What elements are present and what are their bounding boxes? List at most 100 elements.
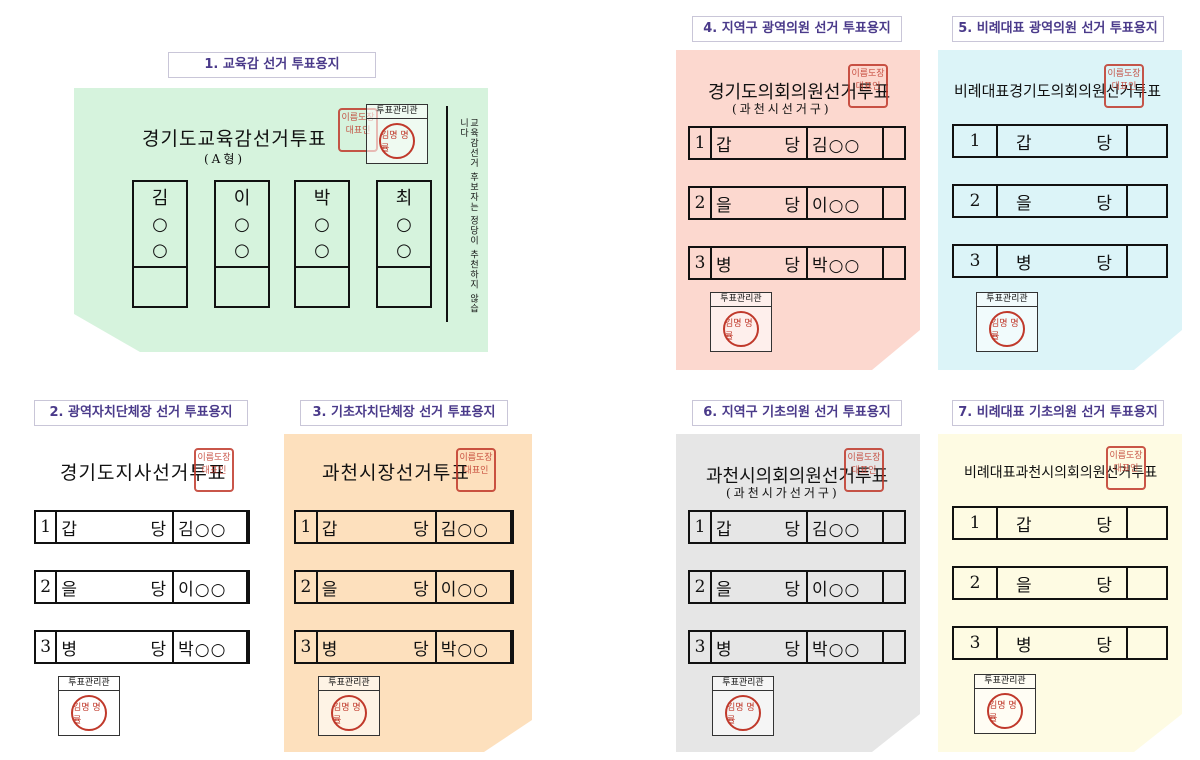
vote-mark-box[interactable] — [296, 266, 348, 308]
officer-label: 투표관리관 — [711, 293, 771, 307]
ballot-subtitle: (과천시가선거구) — [726, 486, 840, 500]
officer-stamp: 김명 명률 — [723, 311, 759, 347]
candidate-column: 박○○ — [294, 180, 350, 308]
candidate-name: 박○○ — [313, 188, 331, 261]
officer-box: 투표관리관 김명 명률 — [366, 104, 428, 164]
officer-box: 투표관리관 김명 명률 — [318, 676, 380, 736]
candidate-column: 김○○ — [132, 180, 188, 308]
row-number: 1 — [690, 128, 712, 158]
ballot-title: 경기도지사선거투표 — [60, 462, 227, 484]
officer-label: 투표관리관 — [59, 677, 119, 691]
officer-stamp: 김명 명률 — [379, 123, 415, 159]
vote-mark-box[interactable] — [1128, 568, 1166, 598]
vote-mark-box[interactable] — [1128, 126, 1166, 156]
ballot-paper-shape — [676, 50, 920, 370]
vote-mark-box[interactable] — [1128, 186, 1166, 216]
side-divider — [446, 106, 448, 322]
row-number: 3 — [954, 628, 998, 658]
row-number: 3 — [690, 248, 712, 278]
vote-mark-box[interactable] — [1128, 628, 1166, 658]
candidate-name: 박○○ — [174, 632, 248, 662]
vote-mark-box[interactable] — [884, 248, 904, 278]
officer-box: 투표관리관 김명 명률 — [976, 292, 1038, 352]
vote-mark-box[interactable] — [1128, 508, 1166, 538]
label-ballot-2: 2. 광역자치단체장 선거 투표용지 — [34, 400, 248, 426]
vote-mark-box[interactable] — [884, 512, 904, 542]
ballot-title: 과천시장선거투표 — [322, 462, 470, 484]
vote-mark-box[interactable] — [1128, 246, 1166, 276]
row-number: 1 — [36, 512, 58, 542]
ballot-paper-shape — [938, 434, 1182, 752]
ballot-title: 비례대표과천시의회의원선거투표 — [964, 465, 1158, 481]
ballot-paper — [18, 434, 268, 752]
label-ballot-5: 5. 비례대표 광역의원 선거 투표용지 — [952, 16, 1164, 42]
officer-box: 투표관리관 김명 명률 — [712, 676, 774, 736]
officer-label: 투표관리관 — [319, 677, 379, 691]
vote-mark-box[interactable] — [884, 632, 904, 662]
officer-label: 투표관리관 — [975, 675, 1035, 689]
candidate-name: 이○○ — [808, 572, 884, 602]
row-number: 1 — [954, 126, 998, 156]
vote-mark-box[interactable] — [884, 128, 904, 158]
candidate-name: 김○○ — [174, 512, 248, 542]
candidate-name: 박○○ — [808, 248, 884, 278]
vote-mark-box[interactable] — [884, 188, 904, 218]
candidate-name: 이○○ — [808, 188, 884, 218]
officer-stamp-area: 김명 명률 — [711, 307, 771, 351]
ballot-paper — [938, 50, 1182, 370]
row-number: 2 — [296, 572, 318, 602]
ballot-paper-shape — [284, 434, 532, 752]
seal-stamp: 이름도장 대표인 — [1104, 64, 1144, 108]
ballot-paper-shape — [676, 434, 920, 752]
officer-stamp: 김명 명률 — [331, 695, 367, 731]
officer-stamp: 김명 명률 — [987, 693, 1023, 729]
seal-stamp: 이름도장 대표인 — [456, 448, 496, 492]
vote-mark-box[interactable] — [378, 266, 430, 308]
label-ballot-4: 4. 지역구 광역의원 선거 투표용지 — [692, 16, 902, 42]
label-ballot-7: 7. 비례대표 기초의원 선거 투표용지 — [952, 400, 1164, 426]
candidate-column: 이○○ — [214, 180, 270, 308]
officer-stamp-area: 김명 명률 — [59, 691, 119, 735]
officer-stamp: 김명 명률 — [989, 311, 1025, 347]
officer-label: 투표관리관 — [713, 677, 773, 691]
ballot-subtitle: (A형) — [204, 152, 246, 166]
row-number: 3 — [36, 632, 58, 662]
officer-stamp-area: 김명 명률 — [367, 119, 427, 163]
vote-mark-box[interactable] — [884, 572, 904, 602]
vote-mark-box[interactable] — [216, 266, 268, 308]
officer-box: 투표관리관 김명 명률 — [710, 292, 772, 352]
ballot-subtitle: (과천시선거구) — [732, 102, 832, 116]
ballot-title: 비례대표경기도의회의원선거투표 — [954, 82, 1162, 100]
vote-mark-box[interactable] — [134, 266, 186, 308]
ballot-title: 경기도교육감선거투표 — [142, 128, 327, 150]
row-number: 3 — [690, 632, 712, 662]
row-number: 2 — [954, 186, 998, 216]
row-number: 1 — [296, 512, 318, 542]
